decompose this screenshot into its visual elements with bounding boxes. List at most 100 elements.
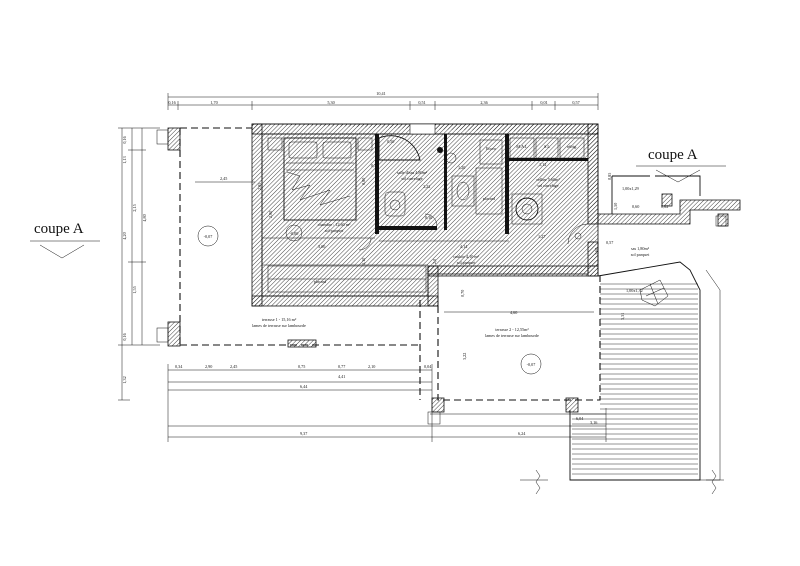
dim-top-1: 0,16 (168, 100, 175, 106)
section-marker-right: coupe A (636, 147, 726, 183)
dryer-label: S.L (544, 144, 550, 149)
cellar: M.A.L S.L réfrig. cellier 5,60m² sol car… (509, 137, 589, 245)
dim-int-21: 0,57 (606, 240, 613, 246)
toilet (384, 191, 406, 217)
dim-int-9: 2,00 (268, 211, 274, 218)
column-tag-top (156, 129, 169, 145)
deck-stairs (520, 215, 727, 495)
dim-top-6: 0,01 (540, 100, 547, 106)
dim-bottom-4: 0,77 (338, 364, 345, 370)
level-marker-terrace-1 (197, 225, 219, 247)
dim-int-10: 3,00 (318, 244, 325, 250)
dim-bottom-7: 4,41 (338, 374, 345, 380)
dim-top-7: 0,57 (572, 100, 579, 106)
dim-bottom-1: 0,34 (175, 364, 183, 370)
fridge-label: réfrig. (567, 144, 577, 149)
shower-floor: sol carrelage (401, 176, 422, 181)
dim-bottom-6: 2,45 (230, 364, 237, 370)
dim-top-4: 0,51 (418, 100, 425, 106)
cellar-floor: sol carrelage (537, 183, 558, 188)
cellar-name: cellier 5,60m² (536, 177, 560, 183)
dim-int-12: 2,85 (257, 183, 263, 190)
bedroom: -0,00 chambre : 12,60 m² sol parquet pla… (267, 137, 427, 293)
dim-left-5: 0,16 (122, 333, 128, 340)
deck-boards (572, 283, 698, 475)
level-marker-terrace-2 (520, 353, 542, 375)
corridor-name: couloir 4,10 m² (453, 254, 480, 260)
dim-int-19: 0,85 (607, 173, 613, 180)
closet-shower (475, 167, 503, 215)
washer-label: M.A.L (516, 144, 528, 149)
dim-left-6: 1,32 (122, 376, 128, 383)
closet-bedroom-label: placard (314, 279, 327, 284)
bedroom-floor: sol parquet (325, 228, 344, 233)
terrace-1-name: terrasse 1 - 15,16 m² (262, 317, 297, 323)
terrace-1-level: -0,07 (204, 234, 213, 240)
boiler (479, 139, 503, 165)
section-marker-left: coupe A (30, 221, 100, 259)
boiler-label: Ecoro (486, 146, 496, 151)
washbasin (451, 175, 475, 207)
dim-top-5: 2,36 (480, 100, 487, 106)
dim-int-15: 4,60 (510, 310, 517, 316)
terrace-2: -0,07 terrasse 2 - 12,55m² lames de terr… (427, 276, 601, 425)
dim-top-3: 5,30 (327, 100, 334, 106)
dim-int-7: 0,39 (371, 163, 378, 169)
dim-terrace-1-width: 2,45 (220, 176, 227, 182)
section-label-right: coupe A (648, 147, 698, 163)
dim-int-23: 1,00x1,29 (622, 186, 639, 192)
dim-int-16: 0,70 (460, 290, 466, 297)
dim-left-2: 1,13 (122, 156, 128, 163)
interior-dimensions: 0,50 1,20 2,22 1,12 1,27 0,10 0,39 0,80 … (257, 139, 668, 360)
fridge (559, 137, 585, 159)
dim-bottom-11: 6,24 (518, 431, 526, 437)
dim-int-14: 2,0 (432, 259, 438, 264)
pillow-right (322, 141, 352, 159)
dim-int-11: 3,10 (361, 258, 367, 265)
dim-top-2: 1,70 (210, 100, 217, 106)
dim-left-3: 2,15 (132, 204, 138, 211)
dim-bottom-13: 6,04 (576, 416, 584, 422)
dim-left-4: 1,55 (132, 286, 138, 293)
nightstand-left (267, 137, 283, 151)
dim-int-25: 0,60 (632, 204, 639, 210)
entry-sas: sas 1,80m² sol parquet (597, 175, 741, 257)
dim-int-4: 1,12 (539, 162, 546, 168)
column-tag-bottom (156, 327, 169, 343)
bottom-dimension-chain: 0,34 2,90 0,75 0,77 0,04 2,45 4,41 2,10 … (167, 364, 607, 442)
dim-overall-width: 10,41 (376, 91, 385, 97)
water-heater (511, 193, 543, 225)
dim-left-1: 0,16 (122, 136, 128, 143)
dim-left-total-2: 4,20 (122, 232, 128, 239)
sas-floor: sol parquet (631, 252, 650, 257)
shower-tray (378, 135, 421, 161)
dim-int-20: 1,50 (613, 203, 619, 210)
washer (509, 137, 535, 159)
closet-shower-label: placard (483, 196, 496, 201)
corridor: couloir 4,10 m² sol parquet (453, 254, 480, 265)
dim-bottom-9: 6,44 (300, 384, 308, 390)
dim-int-5: 1,27 (538, 234, 545, 240)
terrace-2-level: -0,07 (527, 362, 536, 368)
terrace-1: -0,07 terrasse 1 - 15,16 m² lames de ter… (156, 127, 421, 400)
dim-int-17: 3,22 (462, 353, 468, 360)
dim-int-2: 1,20 (458, 165, 465, 171)
nightstand-right (357, 137, 373, 151)
dim-int-3: 2,22 (423, 184, 430, 190)
dim-bottom-5: 0,04 (424, 364, 432, 370)
terrace-1-floor: lames de terrasse sur lambourde (252, 323, 306, 328)
dryer (535, 137, 559, 159)
dim-bottom-8: 2,10 (368, 364, 375, 370)
dim-int-18: 3,31 (620, 313, 626, 320)
dim-bottom-12: 9,37 (300, 431, 307, 437)
dim-bottom-10: 3,16 (590, 420, 597, 426)
dim-bottom-2: 2,90 (205, 364, 212, 370)
exterior-walls (251, 123, 599, 307)
bedroom-name: chambre : 12,60 m² (318, 222, 351, 228)
plant-icon (639, 279, 669, 307)
dim-int-1: 0,50 (387, 139, 394, 145)
sas-name: sas 1,80m² (631, 246, 650, 252)
bed (283, 137, 357, 221)
corridor-floor: sol parquet (457, 260, 476, 265)
shower-name: salle d'eau 4,80m² (397, 170, 428, 176)
